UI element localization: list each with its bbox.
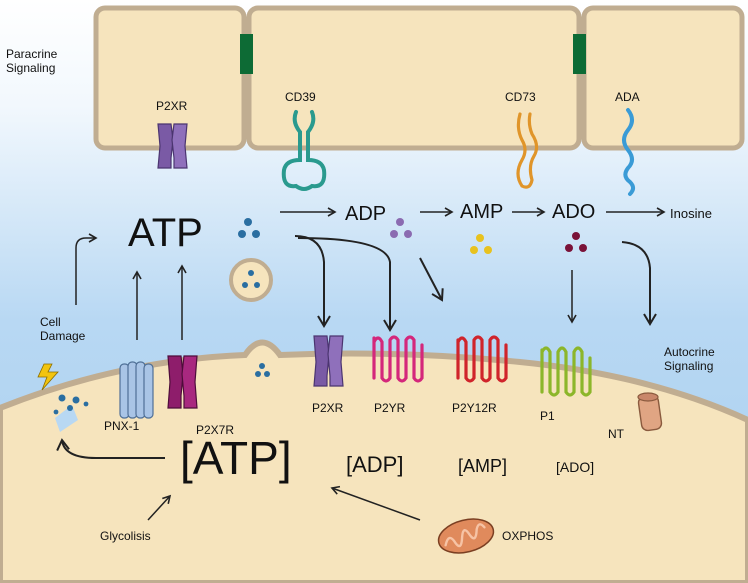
p2y12r-label: P2Y12R bbox=[452, 401, 497, 415]
ada-enzyme bbox=[622, 108, 635, 196]
p2xr-top-receptor bbox=[157, 123, 188, 169]
atp-dots bbox=[238, 218, 260, 238]
cd39-label: CD39 bbox=[285, 90, 316, 104]
autocrine-label-line2: Signaling bbox=[664, 359, 713, 373]
ada-label: ADA bbox=[615, 90, 640, 104]
p2xr-top-label: P2XR bbox=[156, 99, 188, 113]
bud-dots bbox=[255, 363, 270, 377]
inosine-label: Inosine bbox=[670, 206, 712, 221]
ado-dots bbox=[565, 232, 587, 252]
amp-intracellular-label: [AMP] bbox=[458, 456, 507, 476]
p2xr-membrane-receptor bbox=[313, 335, 344, 387]
cd39-enzyme bbox=[281, 110, 327, 191]
pnx1-label: PNX-1 bbox=[104, 419, 140, 433]
mitochondrion-icon bbox=[437, 518, 495, 554]
adp-label: ADP bbox=[345, 203, 386, 225]
nt-transporter bbox=[637, 392, 663, 432]
top-cells bbox=[93, 5, 745, 151]
pathway-arrows bbox=[56, 207, 666, 521]
amp-label: AMP bbox=[460, 201, 503, 223]
nt-label: NT bbox=[608, 427, 625, 441]
autocrine-label-line1: Autocrine bbox=[664, 345, 715, 359]
amp-dots bbox=[470, 234, 492, 254]
p1-label: P1 bbox=[540, 409, 555, 423]
p1-receptor bbox=[540, 346, 592, 397]
p2x7r-receptor bbox=[167, 355, 198, 409]
cell-damage-label-line2: Damage bbox=[40, 329, 86, 343]
junction-right bbox=[573, 34, 586, 74]
p2x7r-label: P2X7R bbox=[196, 423, 234, 437]
cell-middle bbox=[246, 5, 582, 151]
released-atp-dots bbox=[53, 394, 89, 415]
p2yr-receptor bbox=[372, 335, 424, 383]
ado-intracellular-label: [ADO] bbox=[556, 459, 594, 475]
adp-intracellular-label: [ADP] bbox=[346, 452, 403, 477]
p2xr-membrane-label: P2XR bbox=[312, 401, 344, 415]
cell-damage-label-line1: Cell bbox=[40, 315, 61, 329]
cell-right bbox=[581, 5, 745, 151]
cd73-enzyme bbox=[516, 112, 539, 189]
paracrine-label-line2: Signaling bbox=[6, 61, 55, 75]
atp-intracellular-label: [ATP] bbox=[180, 432, 292, 484]
lightning-icon bbox=[37, 363, 59, 391]
junction-left bbox=[240, 34, 253, 74]
atp-extracellular-label: ATP bbox=[128, 211, 203, 255]
p2yr-label: P2YR bbox=[374, 401, 406, 415]
ado-label: ADO bbox=[552, 201, 595, 223]
cd73-label: CD73 bbox=[505, 90, 536, 104]
glycolisis-label: Glycolisis bbox=[100, 529, 151, 543]
adp-dots bbox=[390, 218, 412, 238]
pnx1-channel bbox=[119, 361, 154, 419]
atp-vesicle bbox=[229, 258, 273, 302]
membrane-break bbox=[55, 405, 78, 432]
oxphos-label: OXPHOS bbox=[502, 529, 553, 543]
p2y12r-receptor bbox=[456, 335, 508, 383]
paracrine-label-line1: Paracrine bbox=[6, 47, 58, 61]
